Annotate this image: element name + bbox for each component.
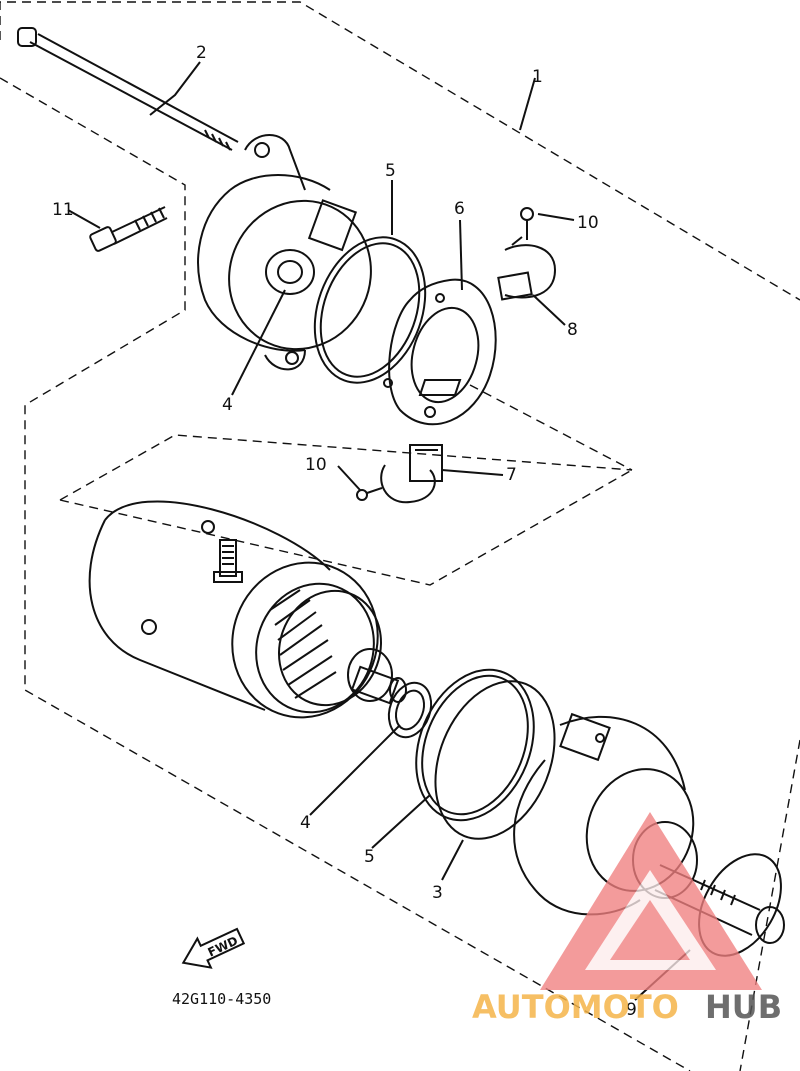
callout-4-upper: 4 bbox=[222, 395, 233, 415]
callout-3: 3 bbox=[432, 883, 443, 903]
o-ring-lower bbox=[415, 668, 535, 822]
rear-cover bbox=[197, 134, 372, 371]
brush-holder-upper bbox=[497, 236, 557, 301]
callout-1: 1 bbox=[532, 67, 543, 87]
callout-4-lower: 4 bbox=[300, 813, 311, 833]
callout-5-upper: 5 bbox=[385, 161, 396, 181]
callout-labels: 2 1 11 5 6 10 4 8 10 7 4 5 3 9 bbox=[52, 43, 637, 1020]
watermark-brand-secondary: HUB bbox=[705, 988, 782, 1026]
assembly-boundary-inner bbox=[59, 384, 633, 586]
watermark-brand: AUTOMOTO HUB bbox=[472, 988, 782, 1026]
callout-8: 8 bbox=[567, 320, 578, 340]
callout-2: 2 bbox=[196, 43, 207, 63]
screw-upper bbox=[520, 207, 534, 240]
brush-holder-lower bbox=[380, 444, 443, 504]
motor-yoke bbox=[88, 500, 379, 719]
callout-6: 6 bbox=[454, 199, 465, 219]
callout-10-upper: 10 bbox=[577, 213, 599, 233]
mounting-bolt bbox=[89, 206, 168, 252]
callout-5-lower: 5 bbox=[364, 847, 375, 867]
callout-11: 11 bbox=[52, 200, 74, 220]
callout-9: 9 bbox=[626, 1000, 637, 1020]
brush-plate bbox=[383, 278, 497, 426]
commutator bbox=[269, 589, 407, 707]
washer-lower bbox=[387, 681, 433, 739]
screw-lower bbox=[356, 487, 383, 501]
fwd-arrow: FWD bbox=[181, 927, 246, 969]
o-ring-large bbox=[434, 680, 556, 840]
o-ring-upper bbox=[313, 236, 427, 384]
callout-7: 7 bbox=[506, 465, 517, 485]
callout-10-lower: 10 bbox=[305, 455, 327, 475]
fwd-label: FWD bbox=[206, 934, 240, 960]
leader-lines bbox=[67, 61, 691, 1001]
part-code: 42G110-4350 bbox=[172, 990, 271, 1008]
watermark-logo bbox=[540, 812, 762, 990]
watermark-brand-primary: AUTOMOTO bbox=[472, 988, 679, 1026]
through-bolt bbox=[17, 27, 239, 151]
